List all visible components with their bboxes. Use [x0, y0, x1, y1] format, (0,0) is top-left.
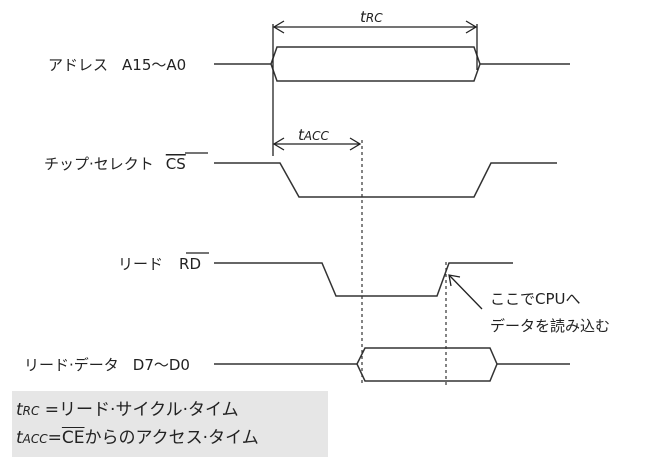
legend-tacc-eq: =	[47, 428, 62, 448]
chip-select-waveform	[214, 162, 557, 198]
trc-dimension	[272, 20, 478, 156]
address-waveform	[214, 46, 570, 82]
legend-trc-eq: =	[39, 400, 60, 420]
read-data-waveform	[214, 347, 570, 382]
legend-tacc-symbol: t	[16, 428, 23, 448]
legend-box: tRC =リード·サイクル·タイム tACC=CEからのアクセス·タイム	[12, 391, 328, 457]
annotation-line-2: データを読み込む	[490, 317, 610, 335]
legend-trc-symbol: t	[16, 400, 23, 420]
legend-trc-sub: RC	[22, 404, 40, 418]
legend-row-tacc: tACC=CEからのアクセス·タイム	[16, 423, 259, 448]
read-waveform	[214, 262, 513, 297]
legend-tacc-text: からのアクセス·タイム	[84, 428, 259, 448]
legend-row-trc: tRC =リード·サイクル·タイム	[16, 395, 239, 420]
trc-label: tRC	[360, 8, 383, 26]
legend-tacc-sub: ACC	[22, 432, 48, 446]
legend-ce-signal: CE	[61, 428, 85, 448]
tacc-dimension	[272, 137, 362, 151]
annotation-line-1: ここでCPUへ	[490, 290, 581, 308]
legend-trc-text: リード·サイクル·タイム	[59, 400, 239, 420]
tacc-label: tACC	[298, 126, 329, 144]
annotation-arrow	[448, 274, 483, 310]
